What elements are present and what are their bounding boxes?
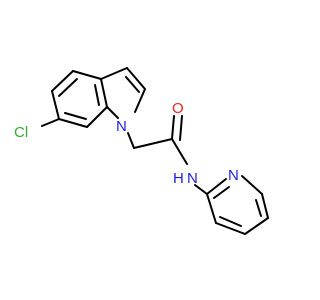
bond-c4-c5-inner xyxy=(58,78,78,97)
bond-c2p-npy xyxy=(206,178,227,195)
bond-n1-c7a xyxy=(106,106,119,119)
bond-n1-ch2 xyxy=(127,132,135,149)
bond-c3a-c4 xyxy=(72,70,102,80)
bond-c6-c7 xyxy=(58,118,88,128)
atom-labels: Cl N O N H N xyxy=(14,100,239,187)
molecule-structure: Cl N O N H N xyxy=(14,67,269,235)
bond-co-o xyxy=(171,115,175,140)
bond-c7a-c3a-inner xyxy=(94,84,100,106)
bond-ch2-co xyxy=(133,138,173,149)
bond-c3-c2-inner xyxy=(125,76,140,93)
bond-c6-cl xyxy=(41,118,60,127)
atom-label-indole-n: N xyxy=(116,118,127,135)
bond-c5p-c4p xyxy=(244,217,269,235)
bond-c7-c7a xyxy=(86,106,108,128)
bond-c6p-c5p xyxy=(261,193,269,219)
bond-co-o-double xyxy=(179,115,183,141)
bond-group xyxy=(41,67,269,235)
bond-c5-c6 xyxy=(51,90,60,120)
bond-c6p-c5p-inner xyxy=(255,199,262,217)
bond-c4-c5 xyxy=(51,70,74,92)
bond-c6-c7-inner xyxy=(64,112,87,120)
bond-nh-c2p xyxy=(194,184,208,195)
atom-label-amide-h: H xyxy=(173,170,184,187)
bond-c2p-npy-inner xyxy=(213,186,230,199)
bond-c7a-c3a xyxy=(100,78,108,108)
bond-c3-c2 xyxy=(126,67,146,90)
bond-c3a-c3 xyxy=(100,67,128,80)
atom-label-pyridine-n: N xyxy=(228,167,239,184)
bond-c4p-c3p xyxy=(215,222,246,235)
bond-npy-c6p xyxy=(241,175,263,195)
bond-c4p-c3p-inner xyxy=(219,216,242,227)
atom-label-amide-n: N xyxy=(187,170,198,187)
bond-c3p-c2p xyxy=(206,193,217,224)
bond-c2-n1 xyxy=(134,88,146,113)
atom-label-cl: Cl xyxy=(14,124,28,141)
atom-label-carbonyl-o: O xyxy=(172,100,184,117)
bond-co-nh xyxy=(171,138,188,165)
